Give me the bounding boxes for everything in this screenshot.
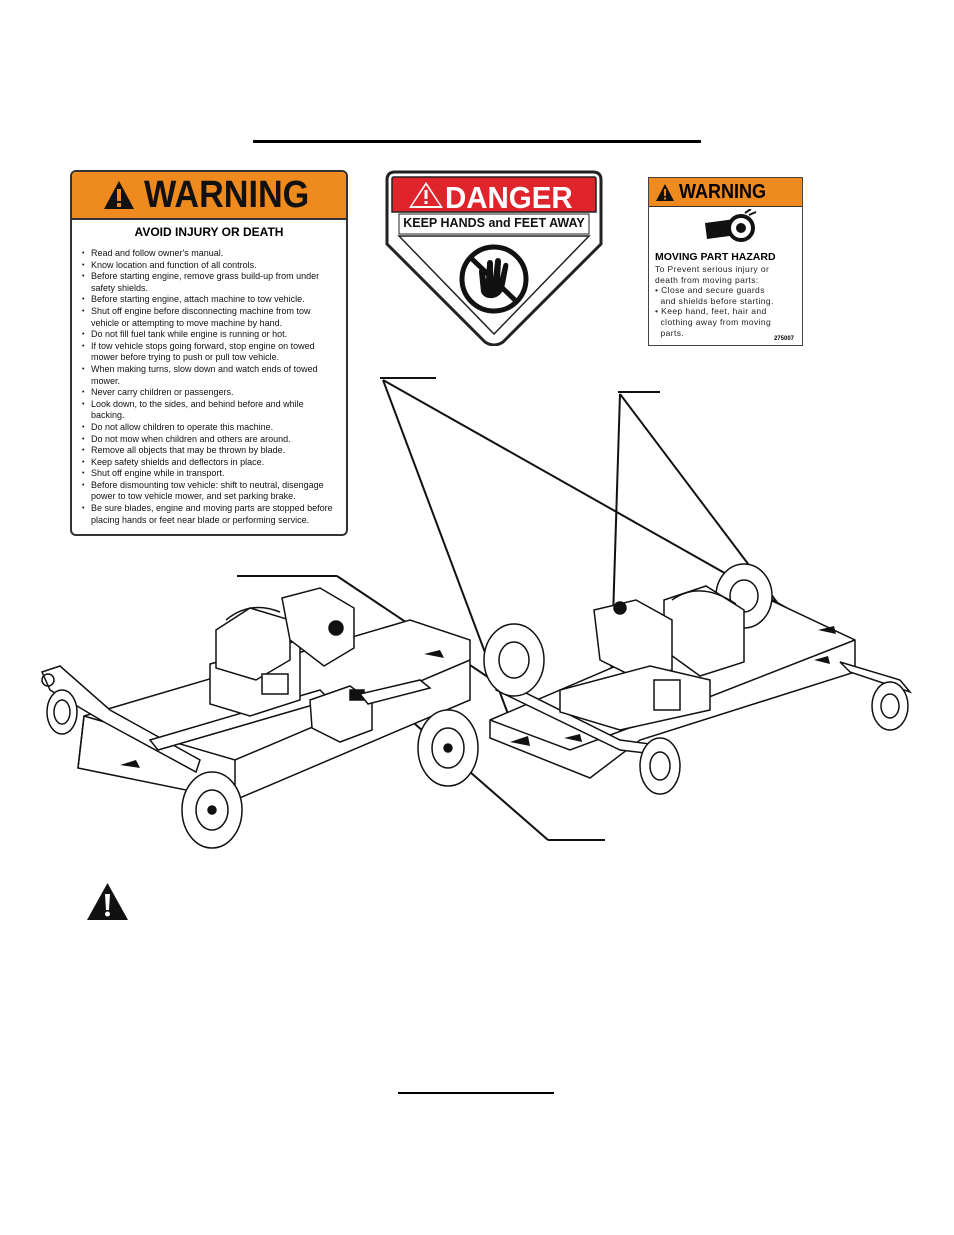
small-warning-header: WARNING bbox=[649, 178, 802, 207]
list-item: When making turns, slow down and watch e… bbox=[82, 364, 338, 387]
list-item: Before starting engine, remove grass bui… bbox=[82, 271, 338, 294]
entanglement-icon bbox=[705, 209, 757, 242]
section-rule bbox=[398, 1092, 554, 1094]
mower-illustration bbox=[40, 377, 913, 849]
warning-subtitle: AVOID INJURY OR DEATH bbox=[134, 225, 284, 239]
danger-signal-word: DANGER bbox=[445, 180, 573, 215]
list-item: Do not allow children to operate this ma… bbox=[82, 422, 338, 434]
list-item: Remove all objects that may be thrown by… bbox=[82, 445, 338, 457]
danger-subtitle: KEEP HANDS and FEET AWAY bbox=[403, 216, 585, 230]
warning-decal-large: WARNING AVOID INJURY OR DEATH Read and f… bbox=[70, 170, 348, 536]
list-item: Never carry children or passengers. bbox=[82, 387, 338, 399]
no-hands-icon bbox=[459, 244, 529, 314]
title-rule bbox=[253, 140, 701, 143]
list-item: Shut off engine while in transport. bbox=[82, 468, 338, 480]
list-item: Keep safety shields and deflectors in pl… bbox=[82, 457, 338, 469]
warning-triangle-icon bbox=[104, 181, 134, 209]
danger-decal: DANGER KEEP HANDS and FEET AWAY bbox=[385, 170, 603, 346]
warning-signal-word: WARNING bbox=[144, 173, 310, 216]
warning-decal-small: WARNING MOVING PART HAZARD To Prevent se… bbox=[648, 177, 803, 346]
part-number: 275007 bbox=[773, 336, 794, 342]
list-item: If tow vehicle stops going forward, stop… bbox=[82, 341, 338, 364]
list-item: Do not mow when children and others are … bbox=[82, 434, 338, 446]
hazard-title: MOVING PART HAZARD bbox=[655, 251, 776, 263]
list-item: Know location and function of all contro… bbox=[82, 260, 338, 272]
mower-right bbox=[483, 563, 913, 795]
list-item: Before starting engine, attach machine t… bbox=[82, 294, 338, 306]
warning-list: Read and follow owner's manual. Know loc… bbox=[72, 248, 346, 526]
list-item: Read and follow owner's manual. bbox=[82, 248, 338, 260]
small-warning-signal-word: WARNING bbox=[679, 180, 767, 203]
list-item: Before dismounting tow vehicle: shift to… bbox=[82, 480, 338, 503]
list-item: Shut off engine before disconnecting mac… bbox=[82, 306, 338, 329]
warning-decal-header: WARNING bbox=[72, 172, 346, 220]
list-item: Look down, to the sides, and behind befo… bbox=[82, 399, 338, 422]
mower-left bbox=[40, 587, 479, 849]
list-item: Do not fill fuel tank while engine is ru… bbox=[82, 329, 338, 341]
warning-triangle-icon bbox=[656, 183, 674, 201]
warning-triangle-icon bbox=[87, 883, 128, 920]
hazard-text: To Prevent serious injury or death from … bbox=[655, 264, 774, 338]
list-item: Be sure blades, engine and moving parts … bbox=[82, 503, 338, 526]
